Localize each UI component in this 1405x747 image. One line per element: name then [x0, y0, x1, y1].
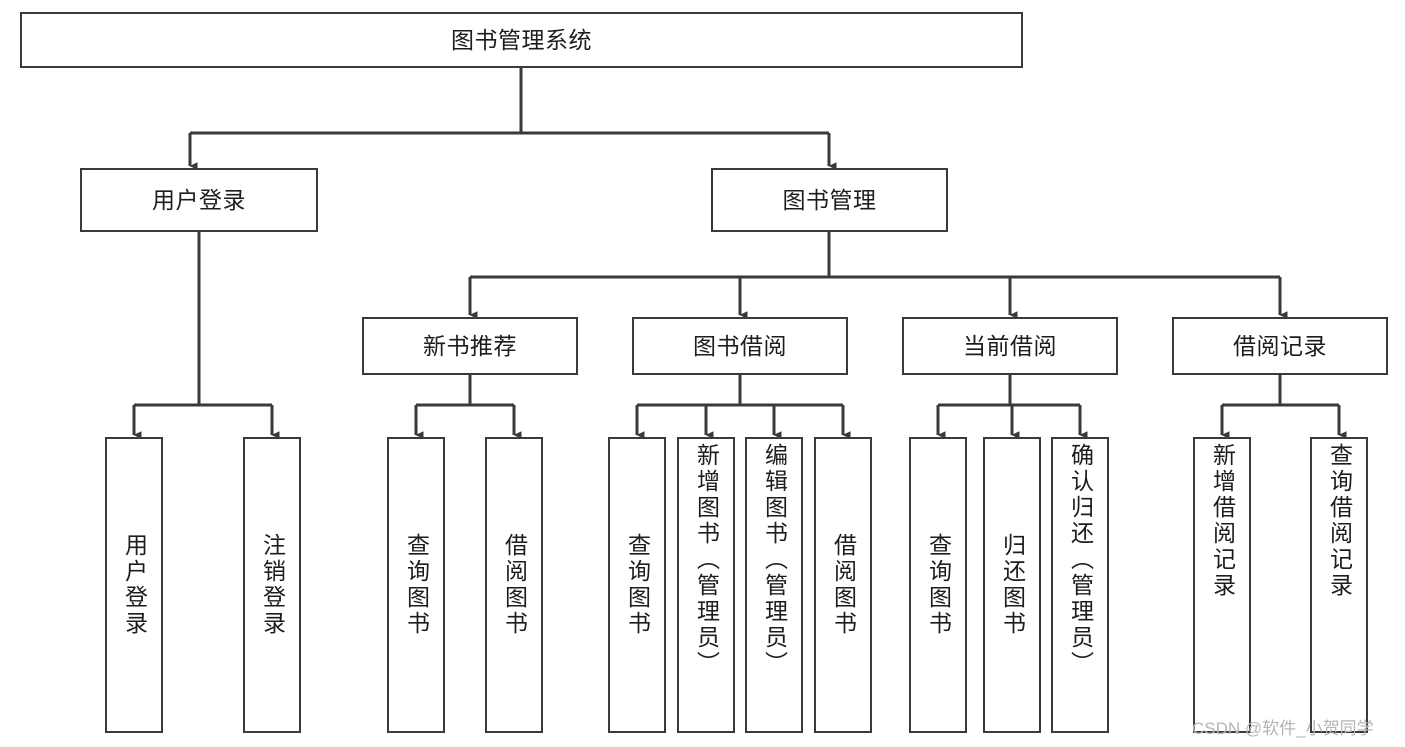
node-book-borrow[interactable]: 图书借阅: [632, 317, 848, 375]
node-label-borrow-record: 借阅记录: [1233, 332, 1327, 359]
node-leaf-borrow-book-2[interactable]: 借阅图书: [814, 437, 872, 733]
node-label-leaf-borrow-book-1: 借阅图书: [501, 533, 528, 637]
node-label-leaf-query-book-1: 查询图书: [403, 533, 430, 637]
node-leaf-edit-book[interactable]: 编辑图书（管理员）: [745, 437, 803, 733]
watermark-text: CSDN @软件_小贺同学: [1192, 719, 1374, 738]
node-label-leaf-query-book-3: 查询图书: [925, 533, 952, 637]
node-borrow-record[interactable]: 借阅记录: [1172, 317, 1388, 375]
node-book-manage[interactable]: 图书管理: [711, 168, 948, 232]
node-root[interactable]: 图书管理系统: [20, 12, 1023, 68]
node-label-leaf-return-book: 归还图书: [999, 533, 1026, 637]
node-label-new-book-rec: 新书推荐: [423, 332, 517, 359]
node-label-root: 图书管理系统: [451, 26, 592, 53]
node-leaf-query-book-3[interactable]: 查询图书: [909, 437, 967, 733]
node-label-leaf-borrow-book-2: 借阅图书: [830, 533, 857, 637]
node-leaf-query-book-1[interactable]: 查询图书: [387, 437, 445, 733]
node-label-book-manage: 图书管理: [782, 186, 877, 213]
node-label-leaf-add-book: 新增图书（管理员）: [693, 443, 720, 677]
node-leaf-add-record[interactable]: 新增借阅记录: [1193, 437, 1251, 733]
edge-paths: [132, 68, 1347, 439]
node-label-leaf-user-logout: 注销登录: [259, 533, 286, 637]
node-label-leaf-edit-book: 编辑图书（管理员）: [761, 443, 788, 677]
node-leaf-user-logout[interactable]: 注销登录: [243, 437, 301, 733]
node-leaf-user-login[interactable]: 用户登录: [105, 437, 163, 733]
node-new-book-rec[interactable]: 新书推荐: [362, 317, 578, 375]
node-label-user-login: 用户登录: [152, 186, 246, 213]
node-leaf-return-book[interactable]: 归还图书: [983, 437, 1041, 733]
node-leaf-query-record[interactable]: 查询借阅记录: [1310, 437, 1368, 733]
node-label-book-borrow: 图书借阅: [693, 332, 787, 359]
node-user-login[interactable]: 用户登录: [80, 168, 318, 232]
node-label-leaf-user-login: 用户登录: [121, 533, 148, 637]
node-label-leaf-confirm-return: 确认归还（管理员）: [1067, 443, 1094, 677]
node-label-leaf-query-record: 查询借阅记录: [1326, 443, 1353, 599]
node-label-leaf-add-record: 新增借阅记录: [1209, 443, 1236, 599]
node-current-borrow[interactable]: 当前借阅: [902, 317, 1118, 375]
node-leaf-confirm-return[interactable]: 确认归还（管理员）: [1051, 437, 1109, 733]
node-leaf-borrow-book-1[interactable]: 借阅图书: [485, 437, 543, 733]
node-label-current-borrow: 当前借阅: [963, 332, 1057, 359]
node-label-leaf-query-book-2: 查询图书: [624, 533, 651, 637]
node-leaf-add-book[interactable]: 新增图书（管理员）: [677, 437, 735, 733]
node-leaf-query-book-2[interactable]: 查询图书: [608, 437, 666, 733]
